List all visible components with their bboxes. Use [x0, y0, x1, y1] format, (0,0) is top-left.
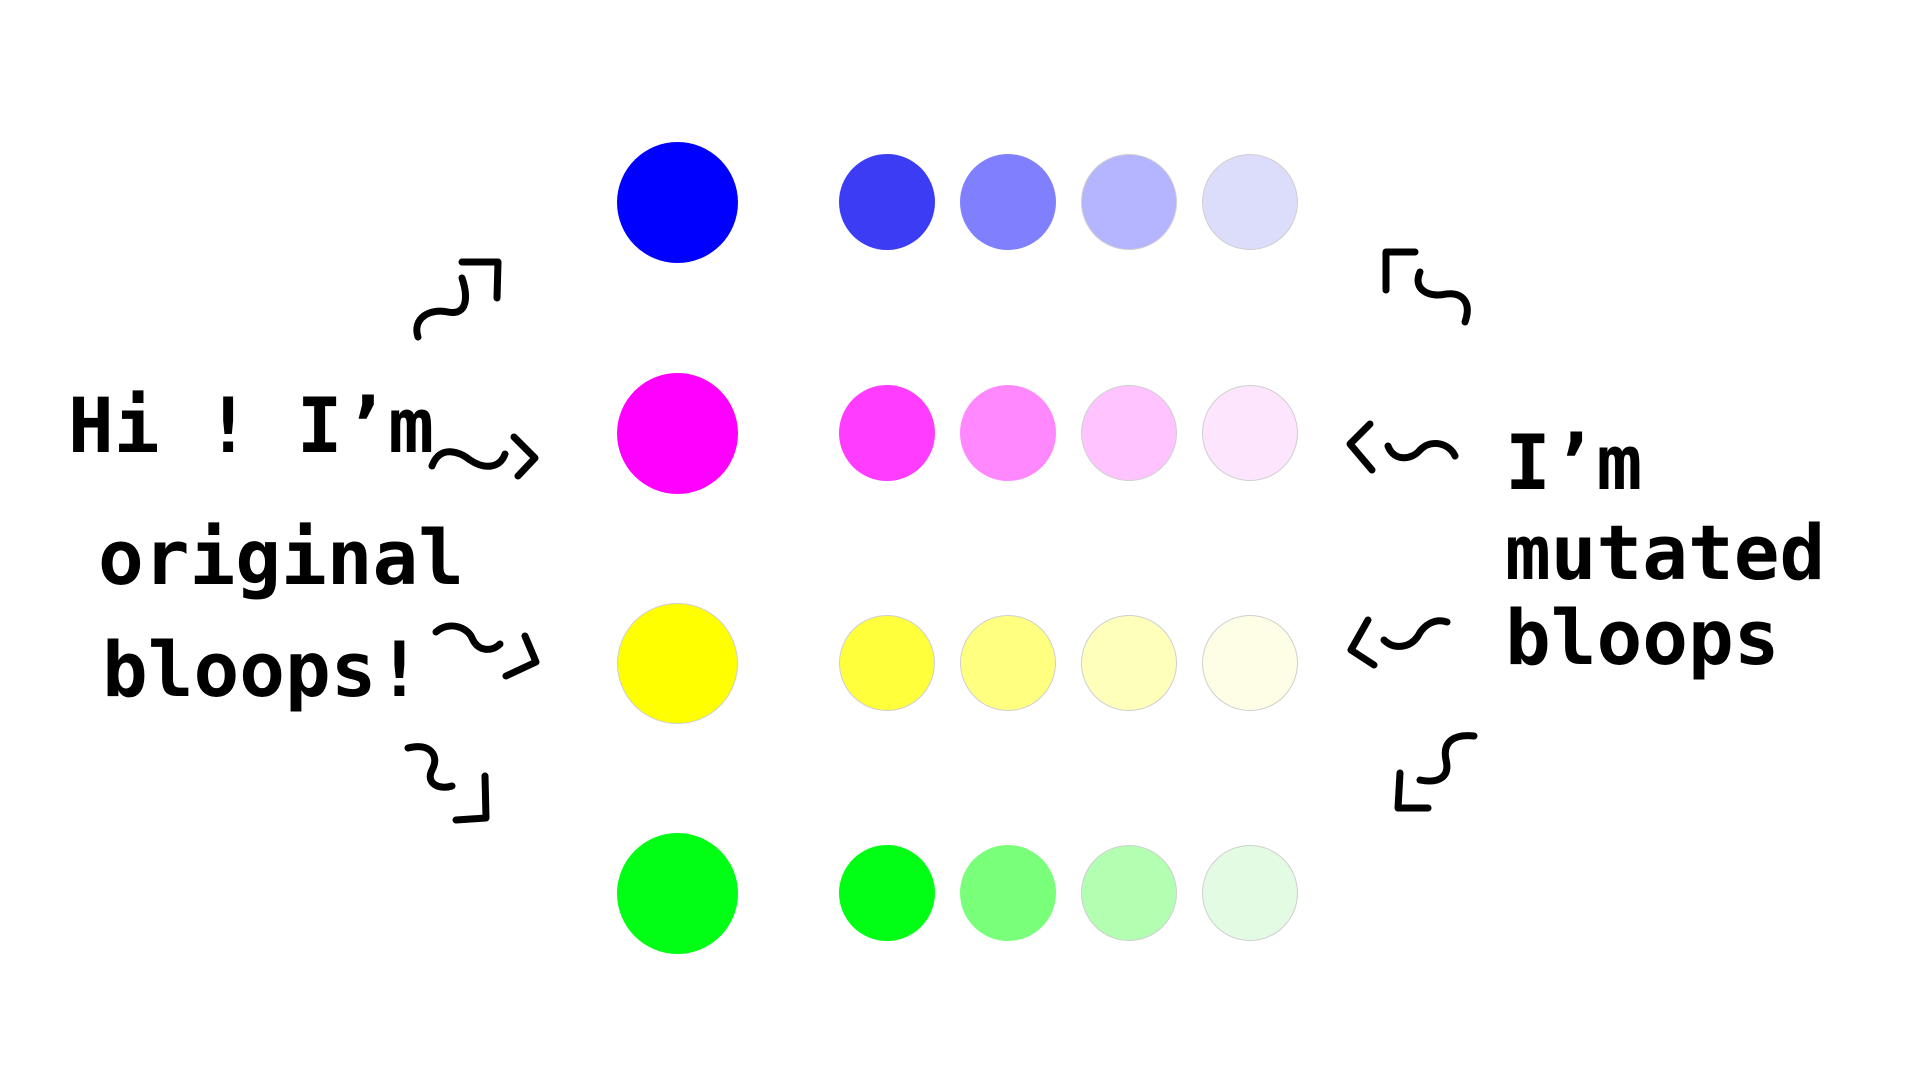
- left-arrow-to-magenta-icon: [428, 433, 539, 480]
- right-arrow-to-green-icon: [1394, 732, 1478, 812]
- mutated-bloop-blue-3: [1081, 154, 1177, 250]
- mutated-bloop-magenta-1: [839, 385, 935, 481]
- left-label-line-2: original: [98, 513, 465, 602]
- right-arrow-to-yellow-icon: [1347, 616, 1451, 669]
- right-label-line-2: mutated: [1505, 508, 1826, 597]
- mutated-bloop-blue-1: [839, 154, 935, 250]
- original-bloop-magenta: [617, 373, 738, 494]
- left-label-line-3: bloops!: [102, 625, 423, 714]
- original-bloop-green: [617, 833, 738, 954]
- mutated-bloop-blue-4: [1202, 154, 1298, 250]
- original-bloop-yellow: [617, 603, 738, 724]
- mutated-bloop-yellow-1: [839, 615, 935, 711]
- left-arrow-to-blue-icon: [413, 258, 502, 341]
- right-label-line-3: bloops: [1505, 593, 1780, 682]
- mutated-bloop-yellow-3: [1081, 615, 1177, 711]
- mutated-bloop-magenta-3: [1081, 385, 1177, 481]
- original-bloop-blue: [617, 142, 738, 263]
- mutated-bloop-green-2: [960, 845, 1056, 941]
- left-arrow-to-green-icon: [404, 743, 490, 824]
- left-arrow-to-yellow-icon: [432, 622, 540, 680]
- left-label-line-1: Hi ! I’m: [68, 381, 435, 470]
- mutated-bloop-magenta-2: [960, 385, 1056, 481]
- mutated-bloop-green-3: [1081, 845, 1177, 941]
- mutated-bloop-blue-2: [960, 154, 1056, 250]
- right-arrow-to-blue-icon: [1382, 248, 1471, 326]
- mutated-bloop-green-1: [839, 845, 935, 941]
- mutated-bloop-magenta-4: [1202, 385, 1298, 481]
- right-arrow-to-magenta-icon: [1346, 420, 1459, 474]
- mutated-bloop-yellow-2: [960, 615, 1056, 711]
- right-label-line-1: I’m: [1505, 418, 1643, 507]
- mutated-bloop-green-4: [1202, 845, 1298, 941]
- mutated-bloop-yellow-4: [1202, 615, 1298, 711]
